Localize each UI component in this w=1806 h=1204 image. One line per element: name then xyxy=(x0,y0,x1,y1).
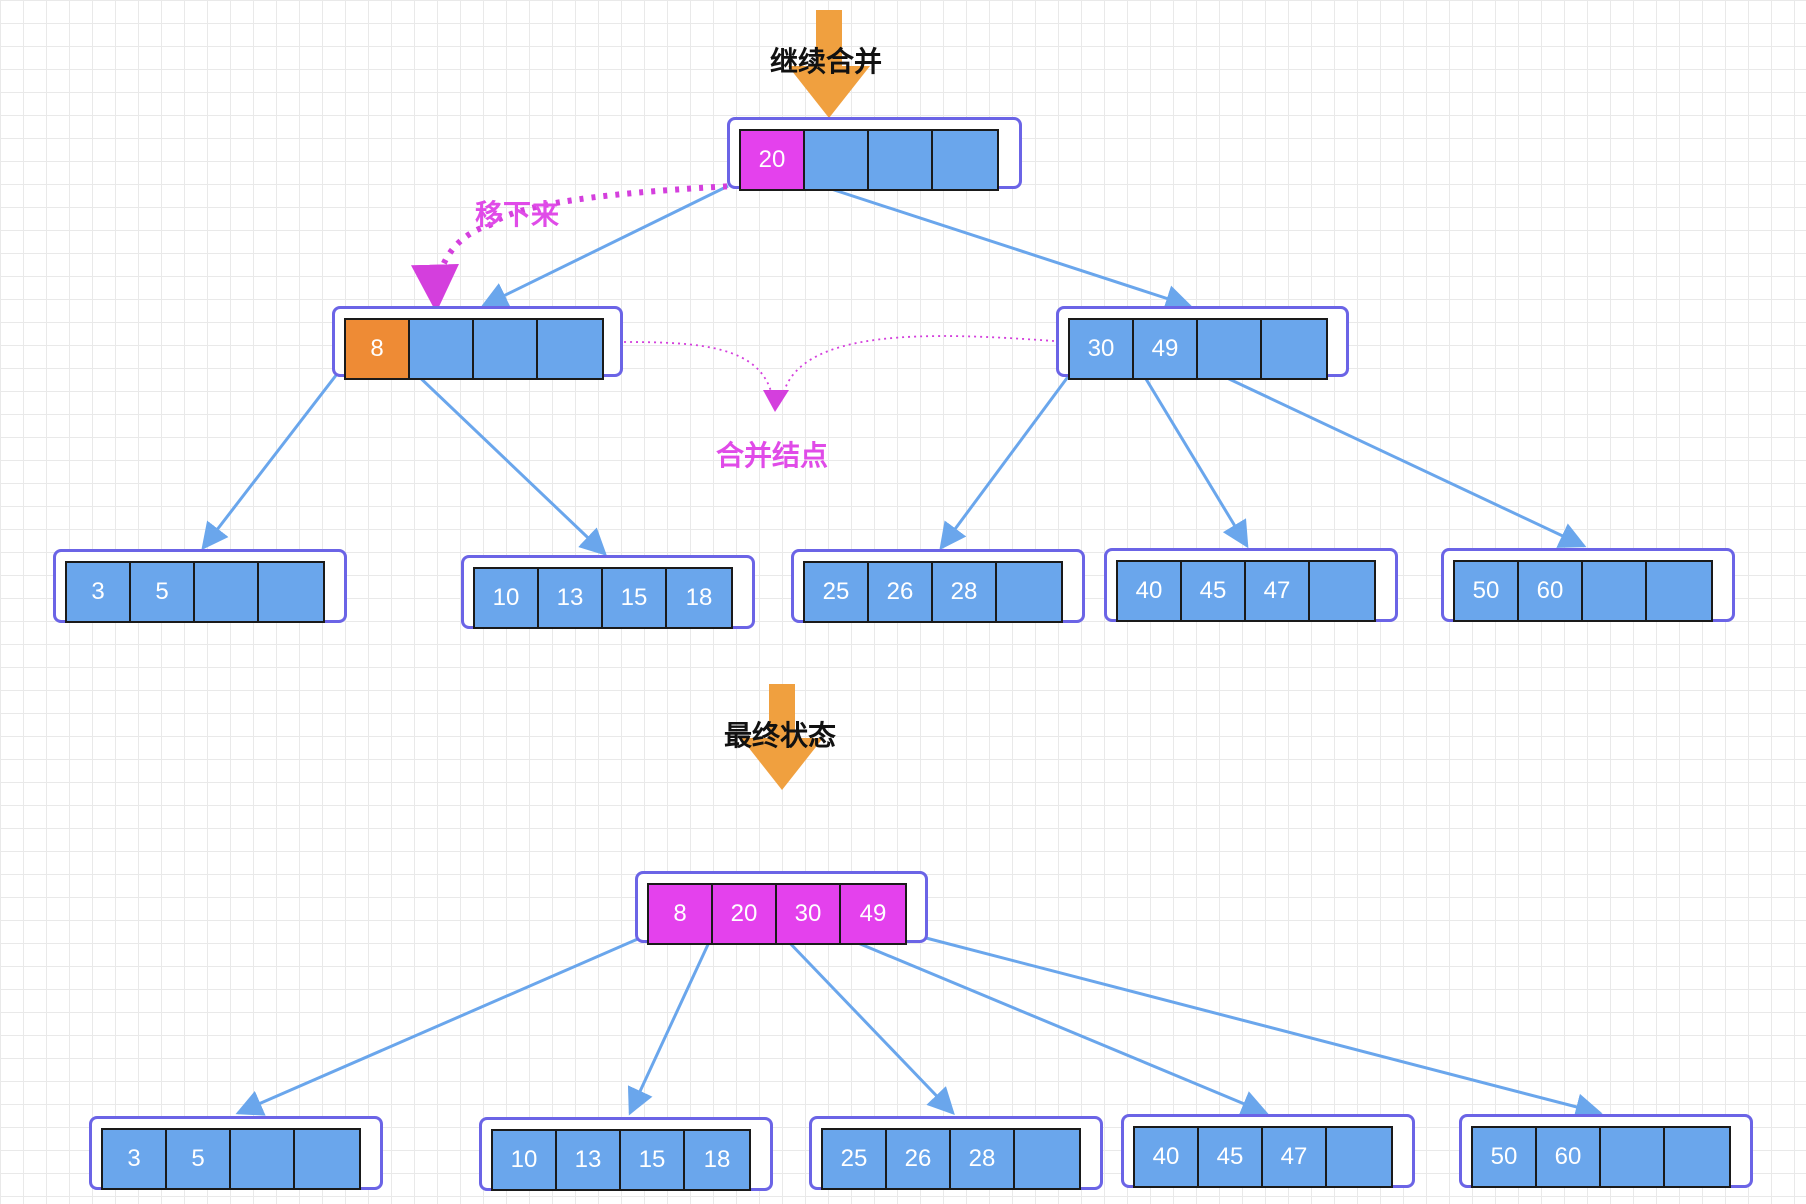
key-cell xyxy=(259,563,323,621)
key-cell: 26 xyxy=(887,1130,951,1188)
key-cell: 45 xyxy=(1182,562,1246,620)
key-cell xyxy=(410,320,474,378)
after-tree-edges xyxy=(235,936,1603,1120)
key-cell: 8 xyxy=(649,885,713,943)
continue-merge-label: 继续合并 xyxy=(770,45,883,78)
key-cell: 15 xyxy=(603,569,667,627)
key-cell xyxy=(1601,1128,1665,1186)
key-cell xyxy=(805,131,869,189)
key-cell xyxy=(997,563,1061,621)
key-cell: 50 xyxy=(1455,562,1519,620)
key-cell: 20 xyxy=(741,131,805,189)
key-cell: 45 xyxy=(1199,1128,1263,1186)
move-down-label: 移下来 xyxy=(475,198,560,231)
key-cell: 13 xyxy=(557,1131,621,1189)
key-cell: 28 xyxy=(933,563,997,621)
key-cell: 3 xyxy=(103,1130,167,1188)
continue-merge-arrow-icon xyxy=(788,10,870,118)
key-cell: 40 xyxy=(1135,1128,1199,1186)
before-tree-edges xyxy=(201,184,1587,556)
key-cell: 20 xyxy=(713,885,777,943)
key-cell: 28 xyxy=(951,1130,1015,1188)
key-cell: 50 xyxy=(1473,1128,1537,1186)
final-state-arrow-icon xyxy=(741,684,823,790)
key-cell: 13 xyxy=(539,569,603,627)
key-cell xyxy=(1583,562,1647,620)
key-cell: 10 xyxy=(493,1131,557,1189)
key-cell: 30 xyxy=(1070,320,1134,378)
key-cell xyxy=(869,131,933,189)
key-cell: 5 xyxy=(167,1130,231,1188)
key-cell: 47 xyxy=(1263,1128,1327,1186)
key-cell xyxy=(1262,320,1326,378)
merge-node-arrowhead-icon xyxy=(763,390,789,412)
key-cell xyxy=(231,1130,295,1188)
merge-node-label: 合并结点 xyxy=(716,439,829,472)
key-cell: 60 xyxy=(1537,1128,1601,1186)
key-cell xyxy=(474,320,538,378)
key-cell: 26 xyxy=(869,563,933,621)
move-down-arrow-icon xyxy=(411,181,776,313)
key-cell: 18 xyxy=(685,1131,749,1189)
final-state-label: 最终状态 xyxy=(724,719,837,752)
key-cell: 49 xyxy=(841,885,905,943)
key-cell xyxy=(933,131,997,189)
key-cell xyxy=(195,563,259,621)
key-cell xyxy=(538,320,602,378)
key-cell: 30 xyxy=(777,885,841,943)
key-cell xyxy=(1015,1130,1079,1188)
key-cell xyxy=(1647,562,1711,620)
key-cell xyxy=(1198,320,1262,378)
before-root-node: 20 xyxy=(727,117,1022,191)
key-cell: 15 xyxy=(621,1131,685,1189)
key-cell: 47 xyxy=(1246,562,1310,620)
key-cell xyxy=(1327,1128,1391,1186)
key-cell xyxy=(1310,562,1374,620)
key-cell: 49 xyxy=(1134,320,1198,378)
before-left-internal-node: 8 xyxy=(332,306,623,380)
key-cell: 18 xyxy=(667,569,731,627)
key-cell: 3 xyxy=(67,563,131,621)
key-cell: 25 xyxy=(805,563,869,621)
key-cell: 60 xyxy=(1519,562,1583,620)
merge-node-arrows xyxy=(623,335,1055,396)
key-cell: 25 xyxy=(823,1130,887,1188)
key-cell xyxy=(295,1130,359,1188)
key-cell: 10 xyxy=(475,569,539,627)
key-cell: 8 xyxy=(346,320,410,378)
key-cell: 40 xyxy=(1118,562,1182,620)
key-cell: 5 xyxy=(131,563,195,621)
key-cell xyxy=(1665,1128,1729,1186)
